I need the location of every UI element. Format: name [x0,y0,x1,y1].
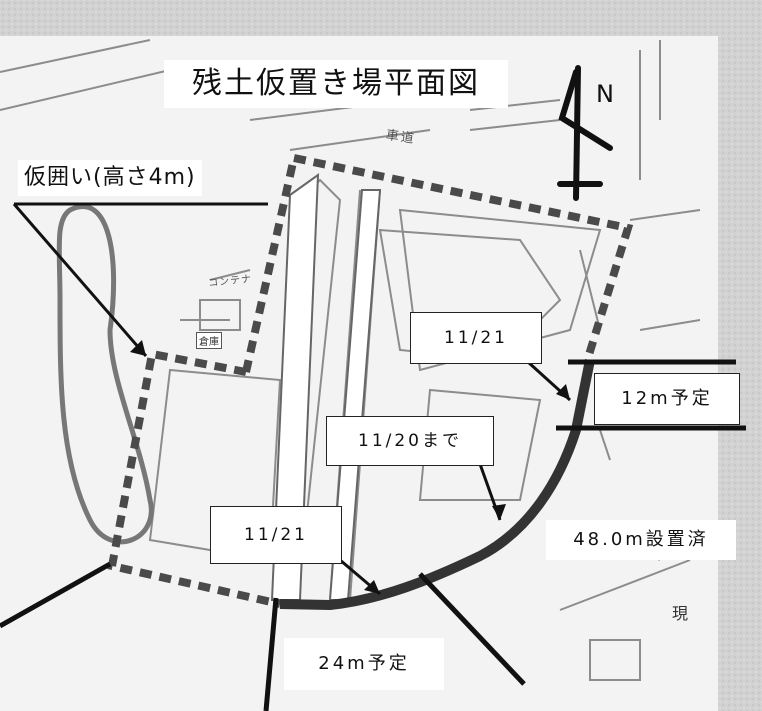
north-label: N [596,80,614,108]
fence-leader-diagonal [12,203,148,357]
installed-wall-48m [279,359,595,611]
north-arrow-icon [557,65,613,201]
temporary-fence-outline [107,154,634,608]
storage-label: 倉庫 [196,332,222,349]
road-label: 車道 [384,127,417,147]
wall-48m-label: 48.0m設置済 [546,520,736,560]
side-label: 現 [672,604,689,623]
wall-48m-end-line [418,572,526,686]
west-edge-line [0,561,112,629]
fence-label: 仮囲い(高さ4m) [18,160,202,196]
map-title: 残土仮置き場平面図 [164,60,508,108]
date-label-c: 11/21 [210,506,342,564]
date-label-a: 11/21 [410,312,542,364]
wall-24m-label: 24m予定 [284,638,444,690]
wall-24m-line [263,597,279,711]
leader-lines [0,202,746,711]
leader-arrowheads [130,340,570,594]
wall-12m-label: 12m予定 [594,373,740,425]
pond-outline [56,204,154,545]
date-label-b: 11/20まで [326,416,494,466]
